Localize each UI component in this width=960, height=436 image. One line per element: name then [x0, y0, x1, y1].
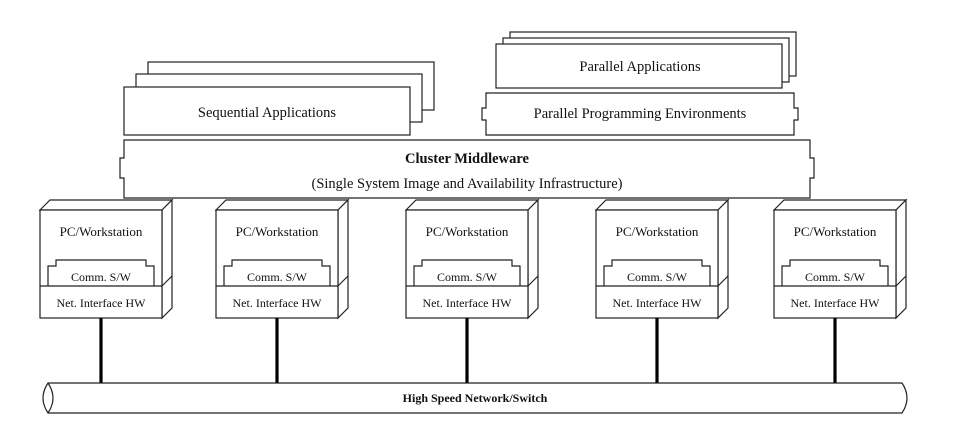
node-front-face [595, 209, 719, 319]
cluster-middleware-subtitle: (Single System Image and Availability In… [312, 176, 623, 192]
pc-workstation-label: PC/Workstation [616, 224, 699, 239]
node-side-face [161, 198, 173, 320]
comm-sw-tab [47, 259, 155, 286]
node-divider-side [337, 275, 349, 287]
node-divider-side [895, 275, 907, 287]
network-label: High Speed Network/Switch [403, 391, 548, 405]
comm-sw-label: Comm. S/W [627, 270, 688, 284]
net-interface-hw-label: Net. Interface HW [791, 296, 881, 310]
node-front-face [39, 209, 163, 319]
comm-sw-label: Comm. S/W [247, 270, 308, 284]
node-top-face [214, 199, 350, 211]
node-top-face [38, 199, 174, 211]
sequential-applications-stack: Sequential Applications [123, 61, 435, 136]
comm-sw-label: Comm. S/W [805, 270, 866, 284]
sequential-applications-label: Sequential Applications [198, 105, 336, 121]
parallel-applications-stack: Parallel Applications [495, 31, 797, 89]
cluster-middleware-box [119, 139, 815, 199]
node-4: PC/Workstation Comm. S/W Net. Interface … [594, 198, 730, 320]
parallel-programming-environments-box [481, 92, 799, 136]
node-2: PC/Workstation Comm. S/W Net. Interface … [214, 198, 350, 320]
net-interface-hw-label: Net. Interface HW [613, 296, 703, 310]
parallel-programming-environments-label: Parallel Programming Environments [534, 106, 747, 122]
comm-sw-label: Comm. S/W [71, 270, 132, 284]
net-interface-hw-label: Net. Interface HW [57, 296, 147, 310]
node-top-face [772, 199, 908, 211]
node-3: PC/Workstation Comm. S/W Net. Interface … [404, 198, 540, 320]
comm-sw-tab [781, 259, 889, 286]
high-speed-network: High Speed Network/Switch [42, 382, 908, 414]
comm-sw-tab [603, 259, 711, 286]
node-top-face [594, 199, 730, 211]
pc-workstation-label: PC/Workstation [236, 224, 319, 239]
node-front-face [215, 209, 339, 319]
parallel-applications-label: Parallel Applications [579, 59, 701, 75]
node-top-face [404, 199, 540, 211]
node-divider-side [717, 275, 729, 287]
network-pipe [42, 382, 908, 414]
comm-sw-tab [223, 259, 331, 286]
comm-sw-label: Comm. S/W [437, 270, 498, 284]
parallel-applications-box [495, 43, 783, 89]
node-front-face [405, 209, 529, 319]
network-connectors [99, 318, 837, 383]
node-1: PC/Workstation Comm. S/W Net. Interface … [38, 198, 174, 320]
cluster-middleware-title: Cluster Middleware [405, 151, 529, 167]
parallel-programming-environments: Parallel Programming Environments [481, 92, 799, 136]
cluster-middleware: Cluster Middleware (Single System Image … [119, 139, 815, 199]
pc-workstation-label: PC/Workstation [426, 224, 509, 239]
node-side-face [895, 198, 907, 320]
net-interface-hw-label: Net. Interface HW [233, 296, 323, 310]
node-5: PC/Workstation Comm. S/W Net. Interface … [772, 198, 908, 320]
net-interface-hw-label: Net. Interface HW [423, 296, 513, 310]
node-front-face [773, 209, 897, 319]
node-divider-side [161, 275, 173, 287]
pc-workstation-label: PC/Workstation [794, 224, 877, 239]
pc-workstation-label: PC/Workstation [60, 224, 143, 239]
node-side-face [527, 198, 539, 320]
network-pipe-end [47, 382, 54, 414]
comm-sw-tab [413, 259, 521, 286]
node-side-face [337, 198, 349, 320]
node-divider-side [527, 275, 539, 287]
sequential-applications-box [123, 86, 411, 136]
node-side-face [717, 198, 729, 320]
